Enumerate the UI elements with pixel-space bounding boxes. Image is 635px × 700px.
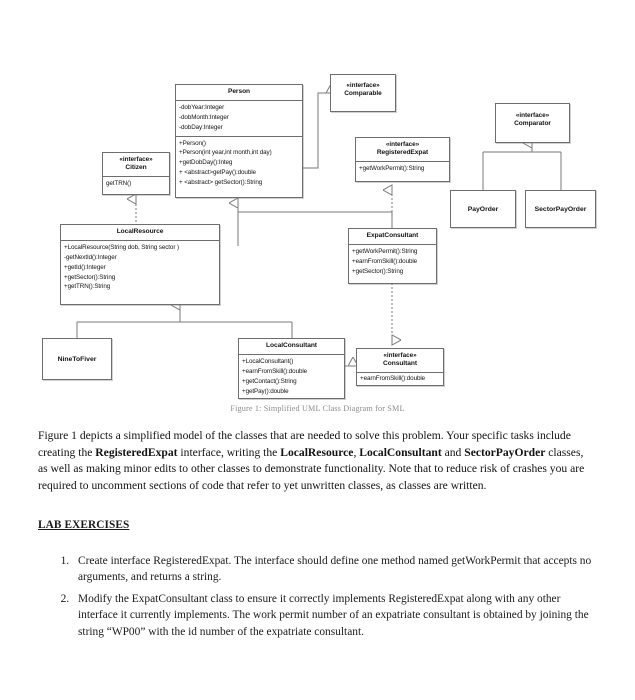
uml-class-payorder[interactable]: PayOrder bbox=[450, 190, 516, 228]
attribute-row: -dobYear:Integer bbox=[179, 103, 225, 111]
uml-interface-citizen[interactable]: «interface» Citizen getTRN() bbox=[102, 152, 170, 195]
citizen-operations: getTRN() bbox=[103, 177, 169, 192]
person-attributes: -dobYear:Integer -dobMonth:Integer -dobD… bbox=[176, 101, 302, 136]
class-title-person: Person bbox=[227, 88, 251, 95]
class-title-registeredexpat: «interface» RegisteredExpat bbox=[356, 138, 449, 161]
operation-row: +earnFromSkill():double bbox=[242, 367, 308, 375]
operation-row: +LocalResource(String dob, String sector… bbox=[64, 243, 179, 251]
stereotype-label: «interface» bbox=[346, 82, 380, 89]
uml-class-ninetofiver[interactable]: NineToFiver bbox=[42, 338, 112, 380]
uml-interface-comparable[interactable]: «interface» Comparable bbox=[330, 74, 396, 112]
paragraph-text-part: , bbox=[353, 445, 360, 459]
operation-row: +getDobDay():Integ bbox=[179, 159, 233, 167]
expatconsultant-operations: +getWorkPermit():String +earnFromSkill()… bbox=[349, 245, 436, 280]
class-title-payorder: PayOrder bbox=[467, 205, 499, 213]
diagram-connectors bbox=[76, 0, 562, 367]
interface-name: Comparator bbox=[514, 120, 551, 128]
operation-row: +Person(int year,int month,int day) bbox=[179, 149, 272, 157]
figure-caption: Figure 1: Simplified UML Class Diagram f… bbox=[230, 404, 405, 413]
uml-class-localresource[interactable]: LocalResource +LocalResource(String dob,… bbox=[60, 224, 220, 305]
paragraph-text-part: interface, writing the bbox=[177, 445, 281, 459]
interface-name: Comparable bbox=[344, 90, 382, 98]
class-title-localresource: LocalResource bbox=[116, 228, 164, 235]
operation-row: +earnFromSkill():double bbox=[352, 257, 418, 265]
class-title-citizen: «interface» Citizen bbox=[103, 153, 169, 176]
stereotype-label: «interface» bbox=[383, 352, 417, 359]
operation-row: + <abstract>getPay():double bbox=[179, 169, 256, 177]
stereotype-label: «interface» bbox=[119, 156, 153, 163]
operation-row: +getTRN():String bbox=[64, 283, 111, 291]
class-title-comparable: «interface» Comparable bbox=[331, 75, 395, 102]
document-body: Figure 1 depicts a simplified model of t… bbox=[38, 428, 594, 645]
operation-row: +Person() bbox=[179, 139, 206, 147]
interface-name: Consultant bbox=[383, 360, 417, 368]
stereotype-label: «interface» bbox=[515, 112, 550, 119]
lab-exercises-heading: LAB EXERCISES bbox=[38, 518, 130, 531]
attribute-row: -dobMonth:Integer bbox=[179, 113, 229, 121]
operation-row: +getSector():String bbox=[64, 273, 116, 281]
term-localresource: LocalResource bbox=[280, 445, 354, 459]
term-localconsultant: LocalConsultant bbox=[359, 445, 442, 459]
operation-row: getTRN() bbox=[106, 180, 132, 188]
operation-row: +earnFromSkill():double bbox=[360, 375, 426, 383]
consultant-operations: +earnFromSkill():double bbox=[357, 373, 443, 387]
class-title-comparator: «interface» Comparator bbox=[496, 104, 569, 132]
operation-row: -getNextId():Integer bbox=[64, 253, 117, 261]
interface-name: RegisteredExpat bbox=[376, 149, 429, 157]
class-title-expatconsultant: ExpatConsultant bbox=[366, 232, 419, 239]
uml-class-localconsultant[interactable]: LocalConsultant +LocalConsultant() +earn… bbox=[238, 338, 345, 399]
uml-class-diagram: Person -dobYear:Integer -dobMonth:Intege… bbox=[42, 0, 596, 413]
person-operations: +Person() +Person(int year,int month,int… bbox=[176, 137, 302, 192]
class-title-sectorpayorder: SectorPayOrder bbox=[534, 205, 587, 213]
paragraph-text-part: Figure 1 depicts a simplified model of t… bbox=[38, 429, 571, 459]
operation-row: +getId():Integer bbox=[64, 263, 106, 271]
paragraph-text-part: and bbox=[441, 445, 465, 459]
list-item: Create interface RegisteredExpat. The in… bbox=[72, 553, 594, 586]
intro-paragraph: Figure 1 depicts a simplified model of t… bbox=[38, 428, 594, 495]
uml-class-person[interactable]: Person -dobYear:Integer -dobMonth:Intege… bbox=[175, 84, 303, 198]
localresource-operations: +LocalResource(String dob, String sector… bbox=[61, 241, 219, 296]
operation-row: +getWorkPermit():String bbox=[352, 247, 418, 255]
uml-interface-registeredexpat[interactable]: «interface» RegisteredExpat +getWorkPerm… bbox=[355, 137, 450, 182]
uml-interface-consultant[interactable]: «interface» Consultant +earnFromSkill():… bbox=[356, 348, 444, 386]
uml-class-sectorpayorder[interactable]: SectorPayOrder bbox=[525, 190, 596, 228]
registeredexpat-operations: +getWorkPermit():String bbox=[356, 162, 449, 177]
operation-row: +getWorkPermit():String bbox=[359, 165, 425, 173]
operation-row: +getPay():double bbox=[242, 387, 289, 395]
uml-class-expatconsultant[interactable]: ExpatConsultant +getWorkPermit():String … bbox=[348, 228, 437, 284]
paragraph-text-part: classes, as well as making minor edits t… bbox=[38, 445, 585, 493]
stereotype-label: «interface» bbox=[385, 141, 420, 148]
list-item: Modify the ExpatConsultant class to ensu… bbox=[72, 591, 594, 641]
attribute-row: -dobDay:Integer bbox=[179, 123, 223, 131]
localconsultant-operations: +LocalConsultant() +earnFromSkill():doub… bbox=[239, 355, 344, 400]
uml-interface-comparator[interactable]: «interface» Comparator bbox=[495, 103, 570, 143]
exercise-list: Create interface RegisteredExpat. The in… bbox=[38, 553, 594, 641]
operation-row: +getSector():String bbox=[352, 267, 404, 275]
class-title-consultant: «interface» Consultant bbox=[357, 349, 443, 372]
interface-name: Citizen bbox=[125, 164, 147, 172]
operation-row: +getContact():String bbox=[242, 377, 297, 385]
operation-row: +LocalConsultant() bbox=[242, 357, 294, 365]
term-sectorpayorder: SectorPayOrder bbox=[464, 445, 546, 459]
operation-row: + <abstract> getSector():String bbox=[179, 179, 263, 187]
class-title-ninetofiver: NineToFiver bbox=[57, 355, 97, 363]
term-registeredexpat: RegisteredExpat bbox=[95, 445, 178, 459]
class-title-localconsultant: LocalConsultant bbox=[266, 342, 317, 349]
